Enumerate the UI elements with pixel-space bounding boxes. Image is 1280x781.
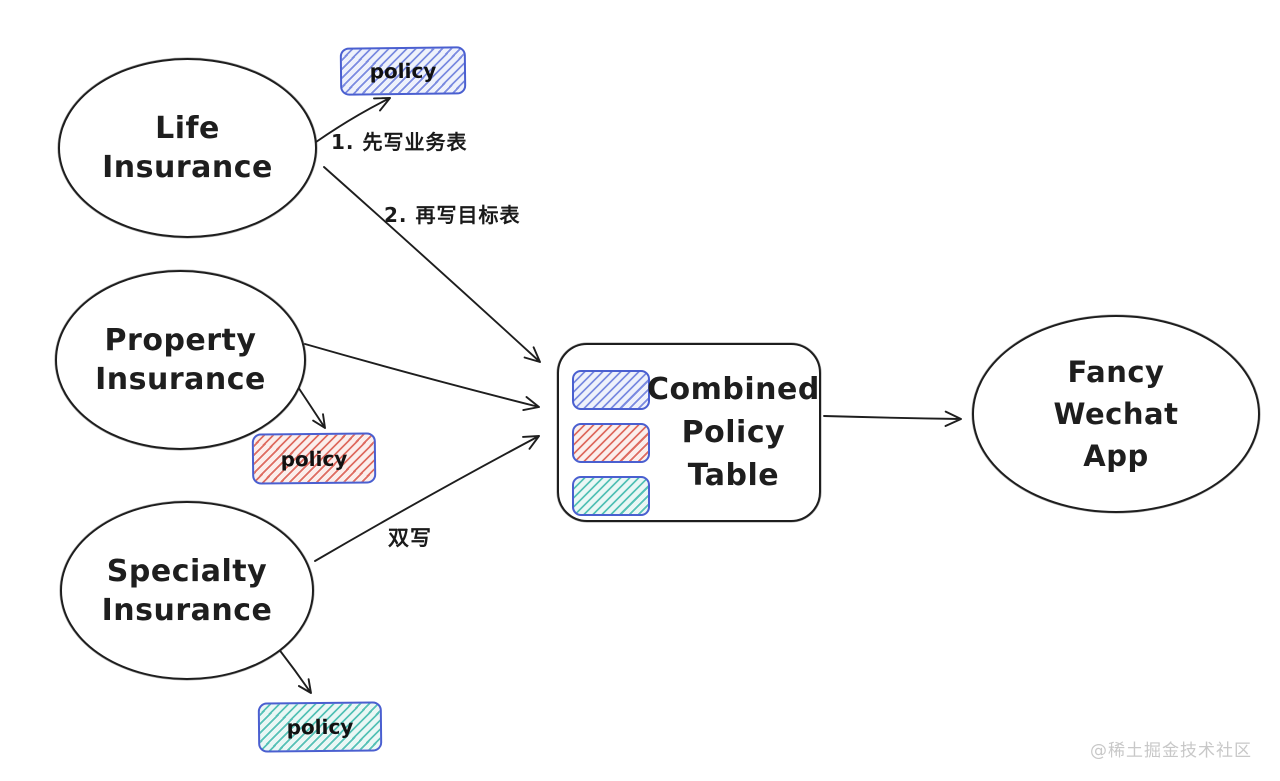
policy-box-life: policy xyxy=(339,46,467,96)
node-specialty-insurance-label-line1: Specialty xyxy=(106,553,268,589)
node-life-insurance: Life Insurance xyxy=(58,58,317,238)
node-property-insurance: Property Insurance xyxy=(55,270,306,450)
arrow-table-to-wechat xyxy=(823,410,962,427)
node-life-insurance-label-line2: Insurance xyxy=(102,150,273,185)
arrow-life-to-table xyxy=(323,166,541,363)
node-life-insurance-label-line1: Life xyxy=(155,111,220,146)
combined-table-label-line1: Combined xyxy=(647,372,820,407)
node-fancy-wechat-app-label-line1: Fancy xyxy=(1067,355,1165,389)
table-row-teal xyxy=(572,476,650,516)
edge-label-step1: 1. 先写业务表 xyxy=(331,130,468,154)
arrow-property-to-table xyxy=(304,343,540,412)
table-row-blue xyxy=(572,370,650,410)
combined-table-label-line3: Table xyxy=(687,458,780,493)
edge-label-step2: 2. 再写目标表 xyxy=(384,203,521,227)
edge-label-dual-write: 双写 xyxy=(388,526,432,550)
arrow-specialty-to-policy xyxy=(277,647,312,694)
node-combined-policy-table: Combined Policy Table xyxy=(557,343,821,522)
node-property-insurance-label-line1: Property xyxy=(104,323,257,358)
policy-box-specialty-label: policy xyxy=(286,714,354,740)
combined-table-label: Combined Policy Table xyxy=(647,345,826,520)
policy-box-specialty: policy xyxy=(257,701,383,753)
policy-box-property: policy xyxy=(251,432,377,485)
combined-table-label-line2: Policy xyxy=(681,415,786,450)
node-fancy-wechat-app-label-line2: Wechat xyxy=(1053,397,1179,431)
node-specialty-insurance-label-line2: Insurance xyxy=(101,592,273,628)
policy-box-life-label: policy xyxy=(369,58,437,84)
arrow-property-to-policy xyxy=(295,383,326,429)
watermark: @稀土掘金技术社区 xyxy=(1090,741,1252,761)
node-property-insurance-label-line2: Insurance xyxy=(95,362,266,397)
node-fancy-wechat-app-label-line3: App xyxy=(1083,439,1149,473)
table-row-red xyxy=(572,423,650,463)
combined-table-row-list xyxy=(559,345,650,520)
node-specialty-insurance: Specialty Insurance xyxy=(60,501,314,680)
policy-box-property-label: policy xyxy=(280,446,348,471)
node-fancy-wechat-app: Fancy Wechat App xyxy=(972,315,1260,513)
